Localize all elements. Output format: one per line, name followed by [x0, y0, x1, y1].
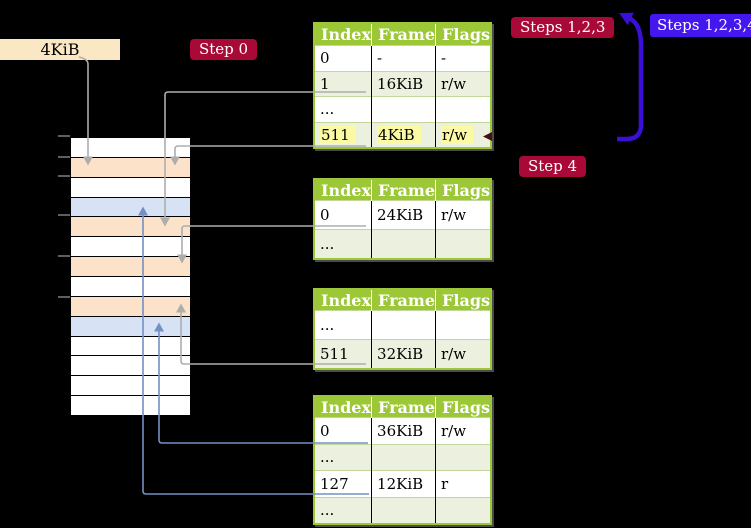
memory-row-table	[71, 257, 190, 278]
index-cell: ...	[314, 443, 372, 471]
table-header-row: Index Frame Flags	[314, 289, 492, 311]
table-row: 1 16KiB r/w	[314, 70, 492, 97]
col-flags: Flags	[435, 396, 492, 418]
highlight: 4KiB	[377, 125, 421, 144]
col-frame: Frame	[371, 23, 436, 46]
index-cell: 127	[314, 470, 372, 497]
col-index: Index	[314, 396, 372, 418]
memory-row-free	[71, 277, 190, 297]
frame-cell	[371, 96, 436, 122]
flags-cell: r/w	[435, 339, 492, 369]
page-table-l3: Index Frame Flags 0 24KiB r/w ...	[313, 178, 493, 260]
steps-1234-badge: Steps 1,2,3,4	[650, 14, 751, 37]
memory-strip	[70, 137, 191, 416]
table-header-row: Index Frame Flags	[314, 396, 492, 418]
memory-row-free	[71, 336, 190, 357]
frame-cell: 16KiB	[371, 70, 436, 97]
frame-cell: -	[371, 45, 436, 71]
memory-address-box: 4KiB	[0, 39, 120, 60]
flags-cell	[435, 229, 492, 259]
col-index: Index	[314, 289, 372, 311]
table-row: ...	[314, 443, 492, 471]
index-cell: 0	[314, 200, 372, 230]
table-header-row: Index Frame Flags	[314, 23, 492, 46]
col-frame: Frame	[371, 289, 436, 311]
recursive-loop-arrow	[617, 12, 644, 142]
flags-cell	[435, 310, 492, 340]
memory-row-free	[71, 177, 190, 198]
highlight: 511	[320, 125, 356, 144]
memory-row-free	[71, 376, 190, 397]
flags-cell: r/w	[435, 70, 492, 97]
index-cell: 0	[314, 417, 372, 444]
index-cell: ...	[314, 229, 372, 259]
frame-cell	[371, 443, 436, 471]
page-table-l1: Index Frame Flags 0 36KiB r/w ... 127 12…	[313, 395, 493, 525]
step4-badge: Step 4	[519, 156, 587, 177]
frame-cell: 36KiB	[371, 417, 436, 444]
flags-cell: -	[435, 45, 492, 71]
table-row: 0 36KiB r/w	[314, 417, 492, 444]
col-frame: Frame	[371, 396, 436, 418]
col-flags: Flags	[435, 289, 492, 311]
table-row: 0 24KiB r/w	[314, 200, 492, 230]
table-row: 127 12KiB r	[314, 470, 492, 497]
flags-cell	[435, 496, 492, 524]
memory-row-table	[71, 296, 190, 317]
col-flags: Flags	[435, 23, 492, 46]
table-row: ...	[314, 310, 492, 340]
col-index: Index	[314, 23, 372, 46]
index-cell: ...	[314, 96, 372, 122]
index-cell: 511	[314, 339, 372, 369]
memory-row-page	[71, 316, 190, 337]
flags-cell	[435, 443, 492, 471]
index-cell: 1	[314, 70, 372, 97]
table-row-recursive-entry: 511 4KiB r/w	[314, 121, 492, 148]
steps-123-badge: Steps 1,2,3	[511, 17, 615, 38]
table-row: ...	[314, 496, 492, 524]
memory-row-free	[71, 356, 190, 377]
page-table-l4: Index Frame Flags 0 - - 1 16KiB r/w ... …	[313, 22, 493, 149]
index-cell: 0	[314, 45, 372, 71]
table-row: ...	[314, 229, 492, 259]
frame-cell: 24KiB	[371, 200, 436, 230]
memory-ticks	[58, 135, 70, 298]
frame-cell	[371, 310, 436, 340]
memory-row-table	[71, 157, 190, 178]
memory-row-free	[71, 138, 190, 158]
index-cell: ...	[314, 496, 372, 524]
flags-cell: r/w	[435, 121, 492, 148]
memory-row-free	[71, 396, 190, 416]
flags-cell: r/w	[435, 200, 492, 230]
col-frame: Frame	[371, 179, 436, 201]
col-index: Index	[314, 179, 372, 201]
col-flags: Flags	[435, 179, 492, 201]
flags-cell: r/w	[435, 417, 492, 444]
frame-cell: 12KiB	[371, 470, 436, 497]
table-row: 0 - -	[314, 45, 492, 71]
frame-cell: 4KiB	[371, 121, 436, 148]
flags-cell: r	[435, 470, 492, 497]
table-row: 511 32KiB r/w	[314, 339, 492, 369]
table-row: ...	[314, 96, 492, 122]
frame-cell: 32KiB	[371, 339, 436, 369]
flags-cell	[435, 96, 492, 122]
table-header-row: Index Frame Flags	[314, 179, 492, 201]
memory-row-free	[71, 237, 190, 258]
frame-cell	[371, 229, 436, 259]
memory-row-page	[71, 197, 190, 218]
page-table-l2: Index Frame Flags ... 511 32KiB r/w	[313, 288, 493, 370]
frame-cell	[371, 496, 436, 524]
index-cell: 511	[314, 121, 372, 148]
index-cell: ...	[314, 310, 372, 340]
highlight: r/w	[441, 125, 474, 144]
memory-row-table	[71, 217, 190, 238]
step0-badge: Step 0	[190, 39, 258, 60]
